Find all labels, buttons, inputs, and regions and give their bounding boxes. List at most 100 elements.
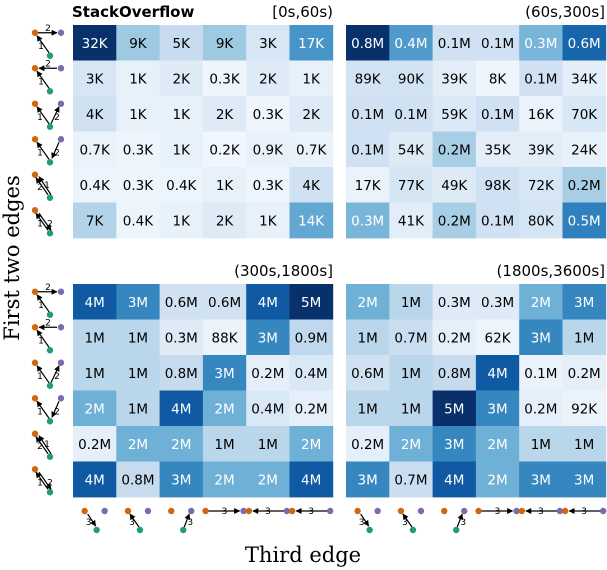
- cell-label: 7K: [86, 213, 105, 229]
- heatmap-cell: [346, 25, 390, 61]
- heatmap-cell: [159, 25, 204, 61]
- edge-number: 1: [37, 148, 43, 158]
- node-dot: [31, 171, 39, 178]
- node-dot: [46, 311, 54, 318]
- heatmap-cell: [73, 284, 117, 320]
- cell-label: 0.3M: [524, 36, 557, 52]
- heatmap-cell: [519, 319, 563, 356]
- heatmap-cell: [475, 426, 520, 462]
- node-dot: [188, 507, 195, 515]
- cell-label: 2M: [301, 437, 321, 453]
- cell-label: 39K: [441, 71, 468, 87]
- node-dot: [31, 207, 39, 214]
- cell-label: 5M: [444, 401, 464, 417]
- edge-number: 3: [308, 507, 314, 517]
- cell-label: 0.3K: [253, 178, 284, 194]
- heatmap-cell: [73, 131, 117, 168]
- cell-label: 16K: [528, 107, 555, 123]
- motif-icon: 3: [202, 507, 247, 517]
- node-dot: [46, 347, 54, 354]
- cell-label: 4M: [258, 295, 278, 311]
- heatmap-cell: [246, 284, 290, 320]
- node-dot: [31, 430, 39, 437]
- cell-label: 1M: [128, 330, 148, 346]
- cell-label: 1M: [128, 401, 148, 417]
- cell-label: 0.4M: [251, 401, 284, 417]
- cell-label: 9K: [216, 36, 235, 52]
- heatmap-cell: [389, 426, 433, 462]
- cell-label: 1M: [358, 330, 378, 346]
- cell-label: 0.4K: [166, 178, 197, 194]
- heatmap-cell: [519, 390, 563, 427]
- heatmap-cell: [562, 96, 607, 132]
- heatmap-cell: [475, 319, 520, 356]
- heatmap-cell: [246, 355, 290, 391]
- edge-number: 3: [187, 518, 193, 528]
- cell-label: 0.4M: [394, 36, 427, 52]
- cell-label: 77K: [398, 178, 425, 194]
- heatmap-cell: [432, 461, 477, 498]
- edge-arrow: [38, 212, 52, 231]
- heatmap-cell: [562, 390, 607, 427]
- heatmap-cell: [159, 319, 204, 356]
- heatmap-cell: [116, 25, 160, 61]
- cell-label: 3K: [259, 36, 278, 52]
- heatmap-cell: [202, 426, 247, 462]
- cell-label: 1K: [173, 213, 192, 229]
- cell-label: 0.4K: [79, 178, 110, 194]
- cell-label: 2M: [531, 295, 551, 311]
- cell-label: 0.1M: [481, 107, 514, 123]
- y-axis-label: First two edges: [0, 175, 24, 340]
- edge-number: 1: [38, 336, 44, 346]
- node-dot: [57, 65, 65, 72]
- heatmap-cell: [389, 96, 433, 132]
- heatmap-cell: [475, 202, 520, 239]
- heatmap-cell: [289, 319, 334, 356]
- edge-number: 2: [54, 407, 60, 417]
- cell-label: 3M: [128, 295, 148, 311]
- cell-label: 0.8M: [165, 366, 198, 382]
- heatmap-cell: [246, 202, 290, 239]
- heatmap-cell: [73, 25, 117, 61]
- cell-label: 14K: [298, 213, 325, 229]
- node-dot: [136, 526, 144, 534]
- cell-label: 0.2M: [438, 330, 471, 346]
- heatmap-cell: [562, 461, 607, 498]
- heatmap-cell: [159, 60, 204, 97]
- node-dot: [57, 100, 65, 107]
- cell-label: 0.6M: [351, 366, 384, 382]
- node-dot: [354, 507, 361, 515]
- cell-label: 2M: [128, 437, 148, 453]
- node-dot: [81, 507, 88, 515]
- heatmap-cell: [389, 131, 433, 168]
- cell-label: 3M: [574, 295, 594, 311]
- cell-label: 39K: [528, 142, 555, 158]
- edge-arrow: [36, 329, 50, 348]
- cell-label: 2K: [302, 107, 321, 123]
- node-dot: [599, 507, 607, 515]
- heatmap-cell: [475, 461, 520, 498]
- cell-label: 89K: [355, 71, 382, 87]
- motif-icon: 3: [288, 507, 334, 517]
- heatmap-cell: [562, 131, 607, 168]
- heatmap-cell: [346, 202, 390, 239]
- cell-label: 92K: [571, 401, 598, 417]
- heatmap-cell: [346, 60, 390, 97]
- edge-number: 2: [54, 113, 60, 123]
- edge-number: 3: [86, 518, 92, 528]
- node-dot: [31, 288, 39, 295]
- cell-label: 0.8M: [351, 36, 384, 52]
- heatmap-cell: [116, 131, 160, 168]
- cell-label: 1M: [574, 437, 594, 453]
- heatmap-cell: [202, 167, 247, 203]
- edge-number: 1: [38, 77, 44, 87]
- cell-label: 2M: [258, 472, 278, 488]
- cell-label: 70K: [571, 107, 598, 123]
- cell-label: 2M: [214, 472, 234, 488]
- node-dot: [46, 123, 54, 130]
- heatmap-cell: [519, 96, 563, 132]
